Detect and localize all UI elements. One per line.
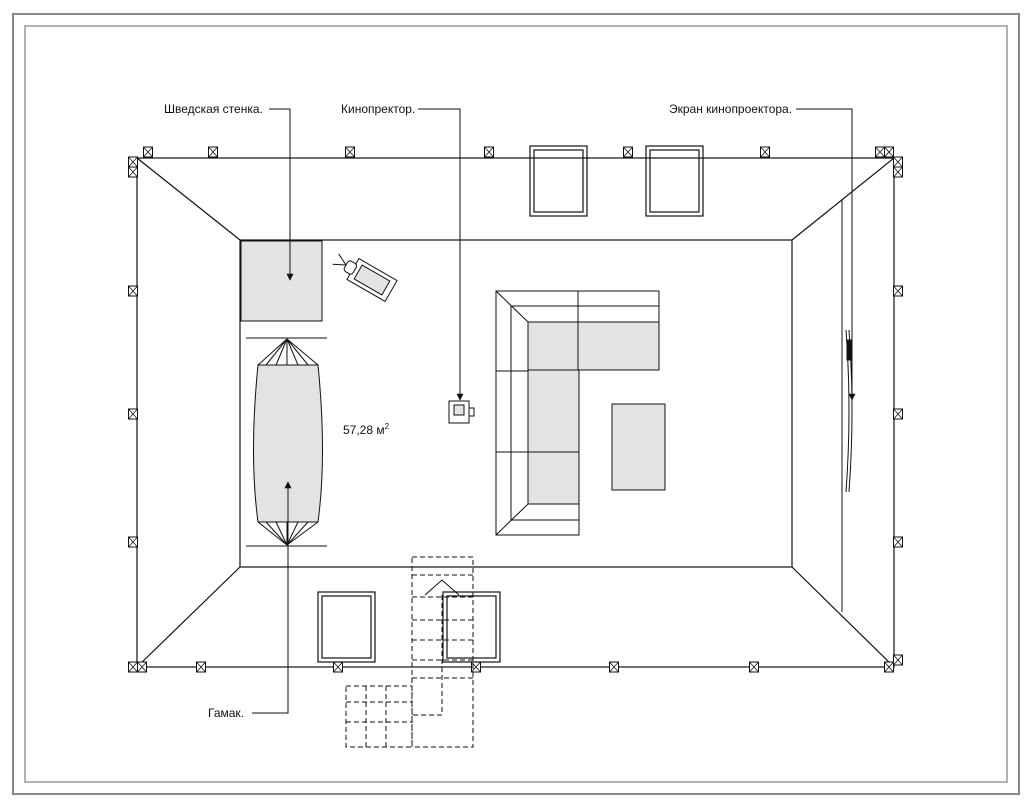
corner-sofa bbox=[495, 290, 660, 536]
post bbox=[128, 661, 138, 673]
post bbox=[893, 156, 903, 168]
post bbox=[893, 285, 903, 297]
post bbox=[884, 661, 894, 673]
leader-projector bbox=[418, 108, 464, 401]
windows bbox=[317, 145, 704, 663]
label-screen: Экран кинопроектора. bbox=[669, 102, 792, 116]
wall-bars bbox=[240, 240, 323, 322]
post bbox=[884, 146, 894, 158]
post bbox=[893, 166, 903, 178]
post bbox=[760, 146, 770, 158]
coffee-table bbox=[611, 403, 666, 491]
post bbox=[749, 661, 759, 673]
post bbox=[893, 408, 903, 420]
leader-lines bbox=[252, 108, 856, 714]
label-hammock: Гамак. bbox=[208, 706, 244, 720]
hammock bbox=[246, 337, 327, 547]
projector-icon bbox=[448, 400, 475, 424]
leader-wall-bars bbox=[269, 108, 294, 281]
post bbox=[128, 166, 138, 178]
post bbox=[196, 661, 206, 673]
room-area: 57,28 м2 bbox=[343, 422, 390, 437]
post bbox=[143, 146, 153, 158]
projector-screen bbox=[841, 200, 853, 612]
post bbox=[875, 146, 885, 158]
label-wall-bars: Шведская стенка. bbox=[164, 102, 263, 116]
post bbox=[345, 146, 355, 158]
post bbox=[128, 285, 138, 297]
post bbox=[333, 661, 343, 673]
leader-hammock bbox=[252, 481, 292, 714]
post bbox=[623, 146, 633, 158]
post bbox=[128, 408, 138, 420]
post bbox=[137, 661, 147, 673]
stairs bbox=[345, 556, 474, 748]
armchair-icon bbox=[332, 253, 398, 303]
label-projector: Кинопректор. bbox=[341, 102, 415, 116]
post bbox=[893, 654, 903, 666]
post bbox=[609, 661, 619, 673]
post bbox=[484, 146, 494, 158]
post bbox=[208, 146, 218, 158]
post bbox=[128, 156, 138, 168]
post bbox=[893, 536, 903, 548]
leader-screen bbox=[796, 108, 856, 401]
post bbox=[128, 536, 138, 548]
drawing-frame bbox=[12, 13, 1020, 795]
